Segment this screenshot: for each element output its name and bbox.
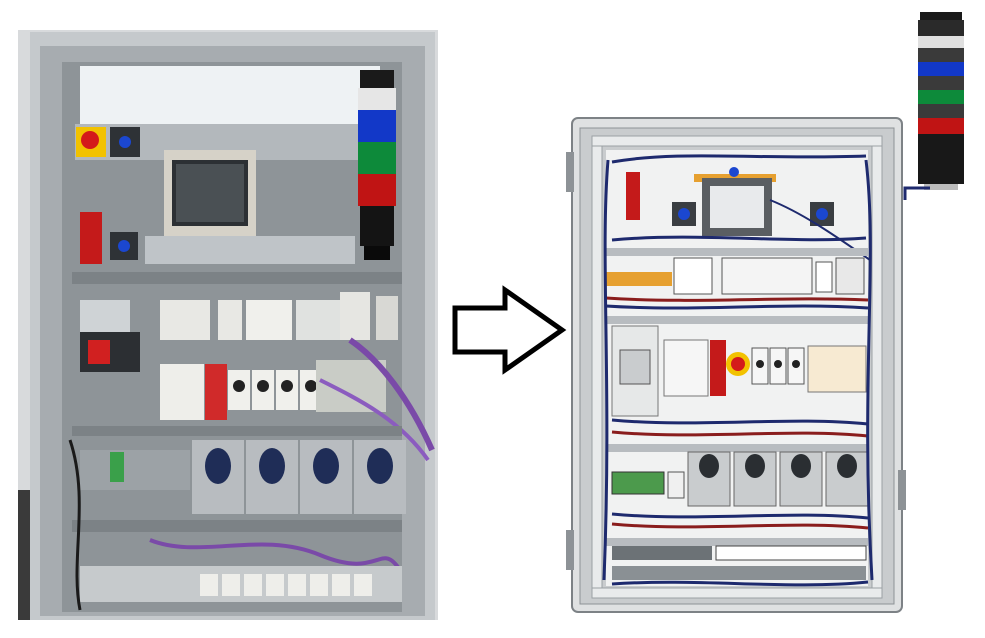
cad-stack-light-tower [918,12,964,190]
cad-safety-switch [626,172,640,220]
cad-variable-frequency-drives [687,451,869,507]
right-arrow-icon [452,285,567,375]
terminal-block-row [80,566,402,602]
blue-push-button [119,136,131,148]
emergency-stop-button [81,131,99,149]
cad-terminal-blocks-white [715,545,867,561]
cad-emergency-stop [731,357,745,371]
cad-electrical-cabinet [566,12,964,613]
cad-breaker-row [673,257,865,295]
photo-electrical-cabinet [18,30,438,620]
breaker-row [80,292,398,340]
cad-hmi-screen [710,186,764,228]
din-rail-upper [145,236,355,264]
variable-frequency-drives [192,440,406,514]
cad-contactor-row [751,347,805,385]
red-safety-relay [80,212,102,264]
cad-terminal-blocks-gray [612,546,712,560]
stack-light-tower [358,70,396,260]
